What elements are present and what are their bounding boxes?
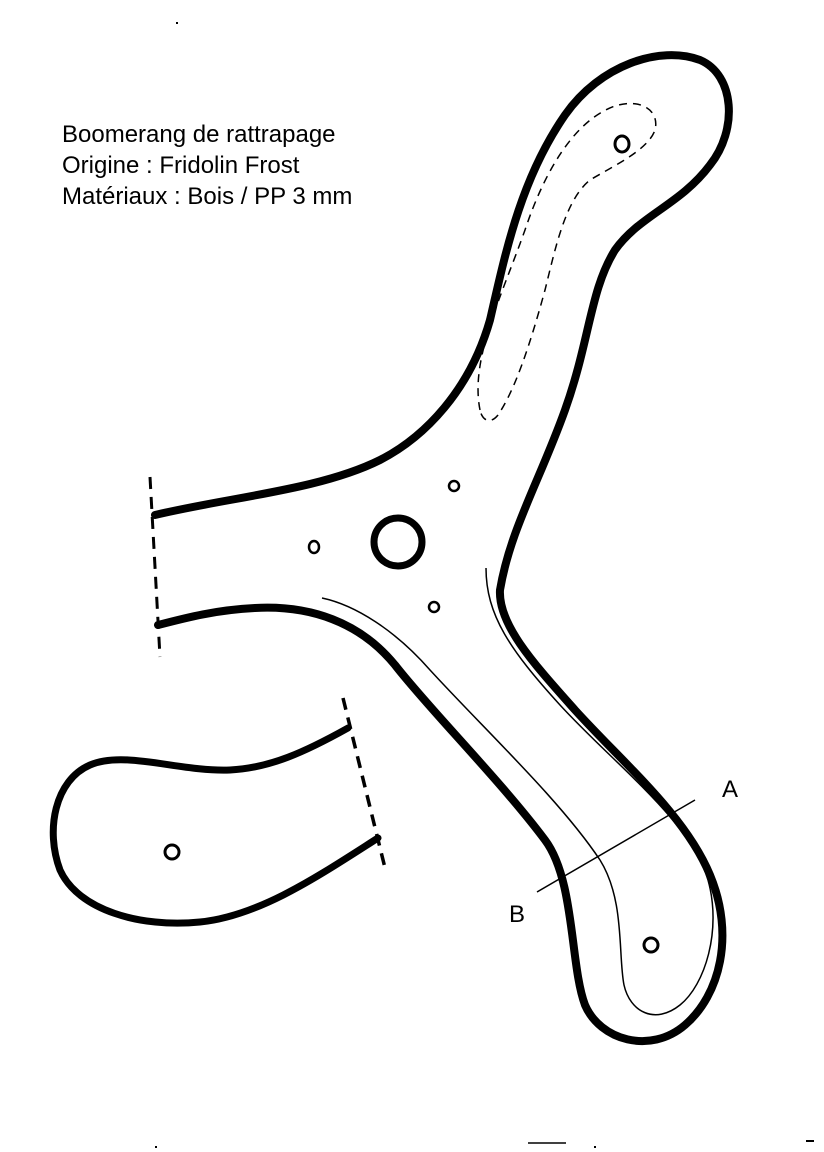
boomerang-outline [151, 51, 733, 1045]
lower-arm-inner-line [321, 567, 714, 1016]
upper-arm-dashed-region [477, 102, 657, 422]
lower-arm-tip-hole [642, 936, 660, 954]
section-label-a: A [722, 776, 738, 803]
scan-dot-bottom-left [155, 1146, 157, 1148]
section-line-a-b [536, 799, 696, 893]
section-label-b: B [509, 901, 525, 928]
center-small-hole-left [307, 539, 321, 555]
center-small-hole-top [447, 479, 461, 493]
left-arm-tip-hole [163, 843, 181, 861]
info-block: Boomerang de rattrapage Origine : Fridol… [62, 119, 352, 212]
scan-dot-bottom-mid [594, 1146, 596, 1148]
center-small-hole-bottom [427, 600, 441, 614]
break-line-upper-left [148, 476, 162, 658]
left-arm-tip-outline [49, 724, 382, 927]
info-origin: Origine : Fridolin Frost [62, 152, 300, 179]
center-hole [370, 514, 426, 570]
upper-arm-tip-hole [613, 134, 631, 154]
info-materials: Matériaux : Bois / PP 3 mm [62, 183, 353, 210]
scan-dot-top [176, 22, 178, 24]
break-line-tip [341, 697, 388, 873]
info-title: Boomerang de rattrapage [62, 121, 336, 148]
